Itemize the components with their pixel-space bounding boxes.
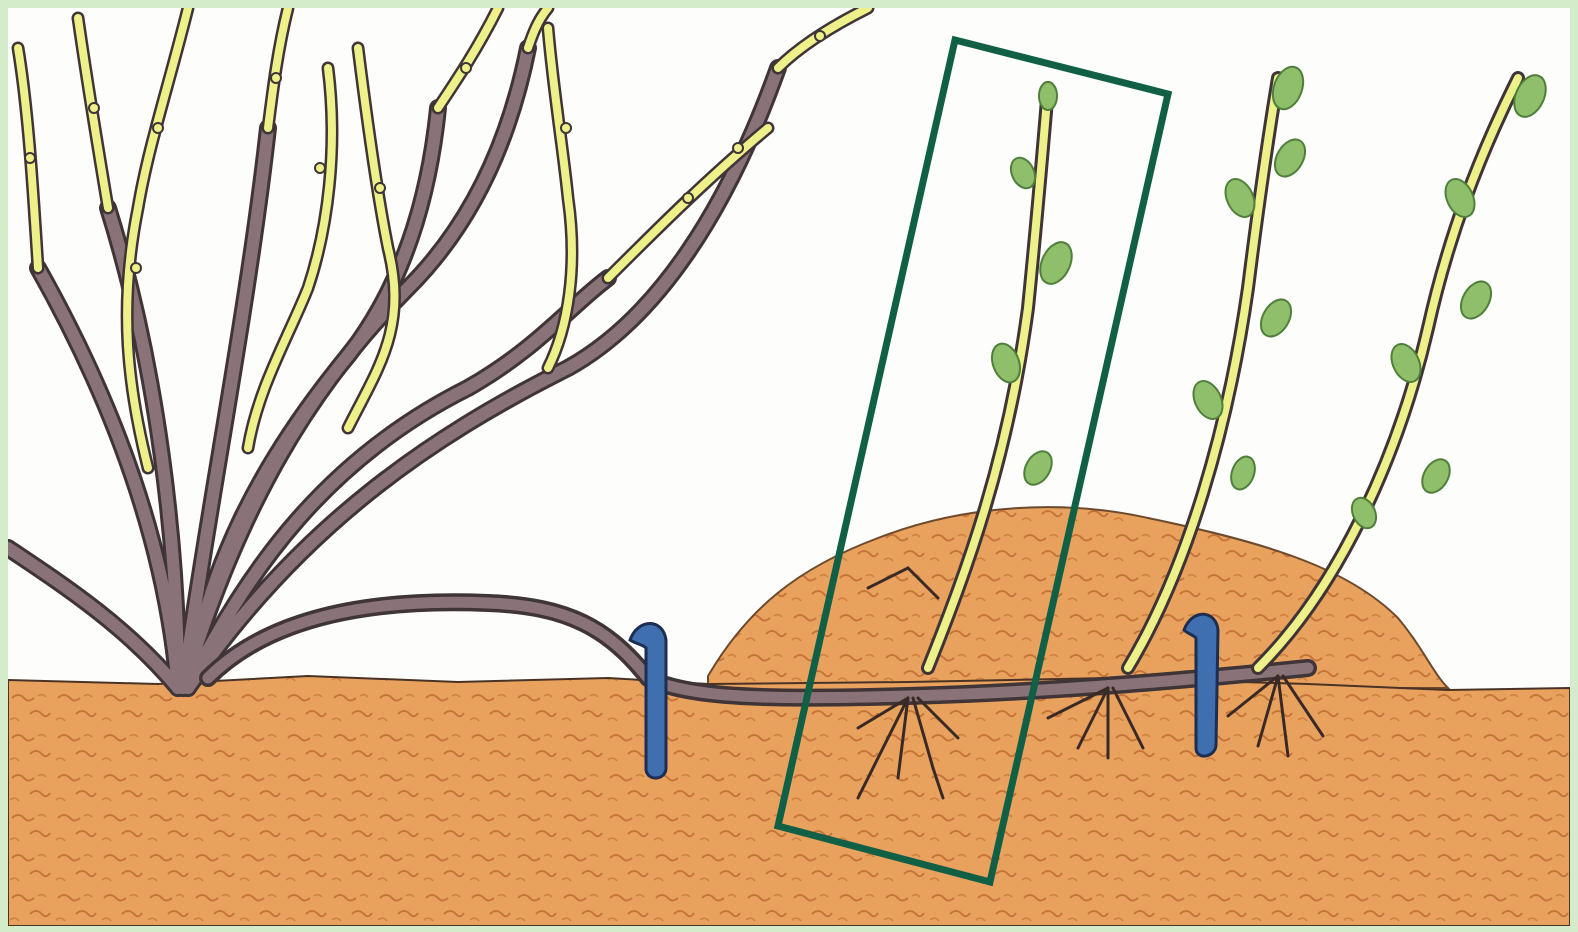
layering-illustration — [8, 8, 1570, 926]
soil-ground — [8, 676, 1570, 926]
layering-diagram — [8, 8, 1570, 926]
bush-icon — [8, 8, 868, 688]
soil-mound-icon — [708, 507, 1448, 688]
